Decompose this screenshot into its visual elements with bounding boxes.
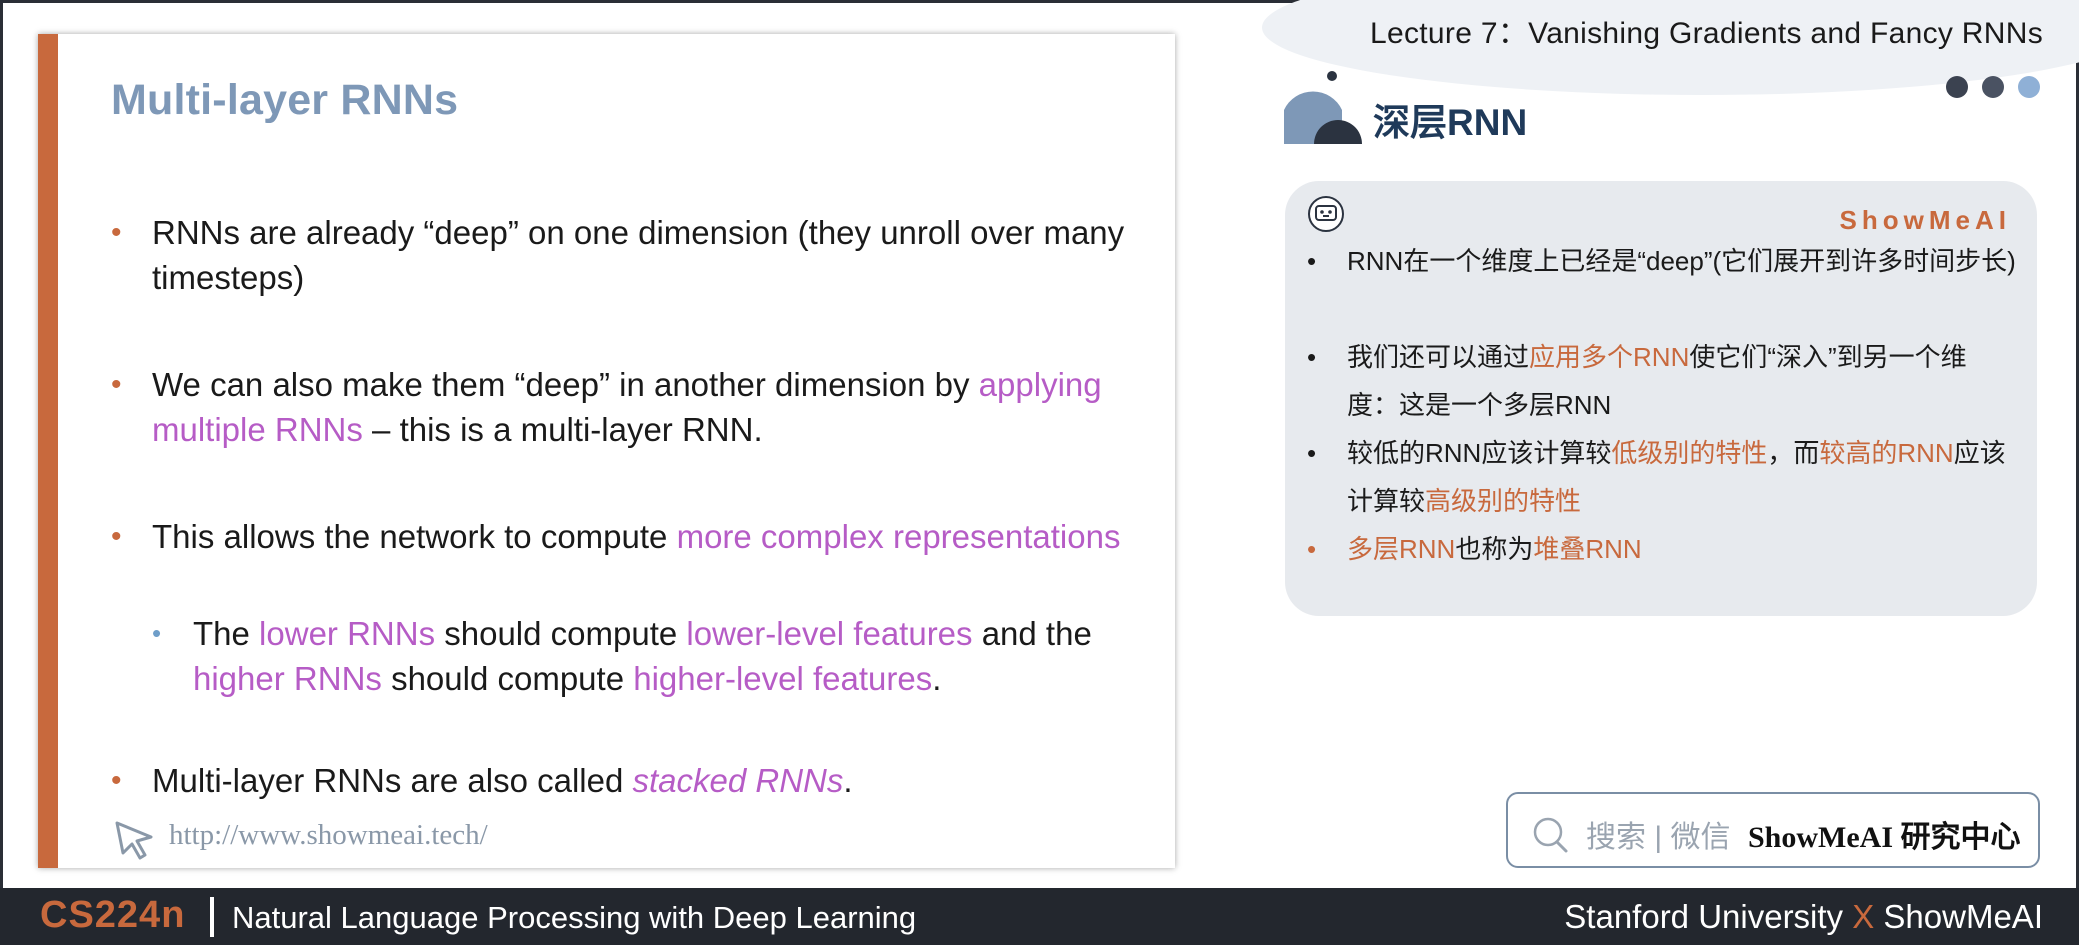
- highlight-text: applying multiple RNNs: [152, 366, 1102, 448]
- highlight-italic-text: stacked RNNs: [632, 762, 844, 799]
- bullet-dot-icon: •: [111, 368, 122, 401]
- sub-bullet-text: The lower RNNs should compute lower-leve…: [193, 615, 1092, 697]
- nav-dot-icon: [1946, 76, 1968, 98]
- bullet-dot-icon: •: [1307, 438, 1317, 468]
- search-box[interactable]: 搜索 | 微信 ShowMeAI 研究中心: [1506, 792, 2040, 868]
- bullet-dot-icon: •: [1307, 534, 1317, 564]
- website-link[interactable]: http://www.showmeai.tech/: [169, 819, 488, 851]
- translation-text: 多层RNN也称为堆叠RNN: [1347, 534, 1642, 564]
- search-placeholder: 搜索 | 微信: [1586, 821, 1731, 854]
- slide-title: Multi-layer RNNs: [111, 76, 459, 124]
- course-code: CS224n: [40, 894, 186, 936]
- bullet-text: Multi-layer RNNs are also called stacked…: [152, 762, 853, 799]
- highlight-text: more complex representations: [676, 518, 1121, 555]
- brand-label: ShowMeAI: [1839, 205, 2011, 235]
- bullet-text: This allows the network to compute more …: [152, 518, 1121, 555]
- bullet-dot-icon: •: [111, 520, 122, 553]
- bullet-dot-icon: •: [1307, 246, 1317, 276]
- footer-divider: [210, 897, 214, 937]
- footer-bar: CS224n Natural Language Processing with …: [0, 888, 2079, 945]
- course-name: Natural Language Processing with Deep Le…: [232, 900, 917, 935]
- slide-accent-bar: [38, 34, 58, 868]
- slide-card: Multi-layer RNNs • RNNs are already “dee…: [38, 34, 1175, 868]
- sub-bullet-dot-icon: •: [152, 618, 162, 648]
- footer-credit: Stanford University X ShowMeAI: [1564, 898, 2043, 935]
- cursor-arrow-icon: [115, 821, 153, 860]
- search-brand-text: ShowMeAI 研究中心: [1748, 821, 2021, 854]
- translation-text: 我们还可以通过应用多个RNN使它们“深入”到另一个维度：这是一个多层RNN: [1347, 342, 1967, 420]
- bullet-dot-icon: •: [1307, 342, 1317, 372]
- translation-panel: ShowMeAI • RNN在一个维度上已经是“deep”(它们展开到许多时间步…: [1285, 181, 2037, 616]
- bullet-text: RNNs are already “deep” on one dimension…: [152, 214, 1125, 296]
- section-title: 深层RNN: [1373, 102, 1528, 143]
- section-shapes-icon: [1284, 71, 1362, 144]
- search-icon: [1533, 817, 1568, 853]
- bullet-dot-icon: •: [111, 764, 122, 797]
- translation-text: RNN在一个维度上已经是“deep”(它们展开到许多时间步长): [1347, 246, 2016, 276]
- translation-text: 较低的RNN应该计算较低级别的特性，而较高的RNN应该计算较高级别的特性: [1347, 438, 2006, 516]
- bullet-dot-icon: •: [111, 216, 122, 249]
- robot-icon: [1308, 196, 1344, 232]
- nav-dot-icon: [1982, 76, 2004, 98]
- nav-dot-icon: [2018, 76, 2040, 98]
- bullet-text: We can also make them “deep” in another …: [152, 366, 1102, 448]
- lecture-title: Lecture 7：Vanishing Gradients and Fancy …: [1370, 17, 2043, 50]
